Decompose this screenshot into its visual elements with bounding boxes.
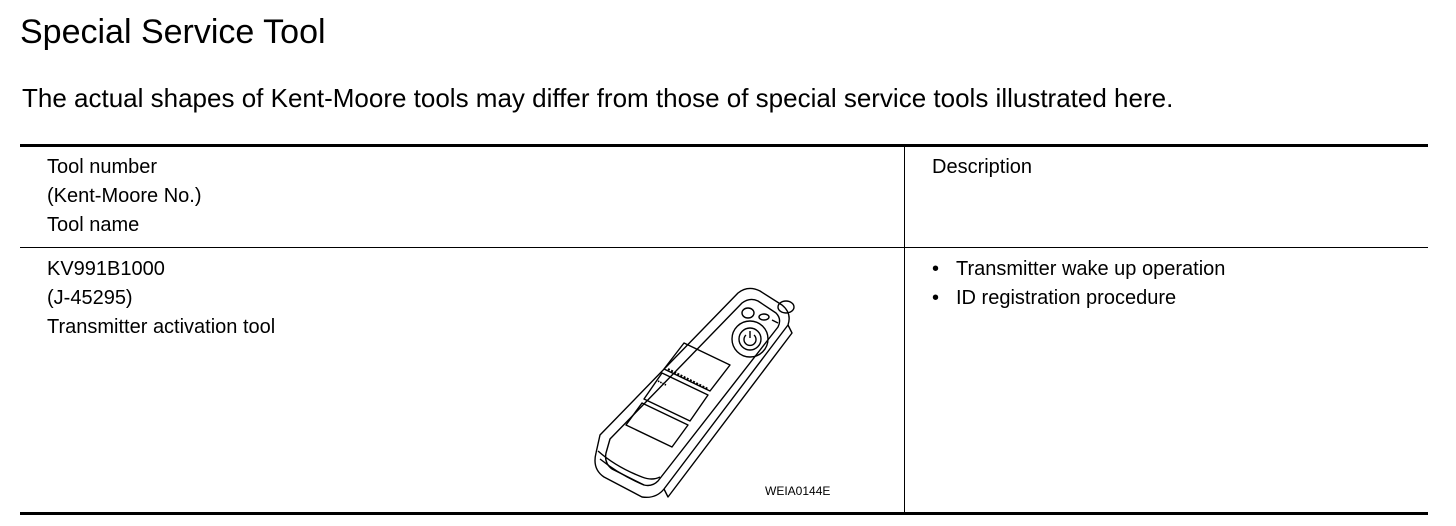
bullet-icon: • (932, 287, 940, 309)
tool-number: KV991B1000 (47, 258, 165, 280)
intro-text: The actual shapes of Kent-Moore tools ma… (22, 83, 1174, 113)
row-divider (20, 247, 1428, 248)
list-item: • ID registration procedure (932, 284, 1225, 313)
table-row-description: • Transmitter wake up operation • ID reg… (932, 255, 1225, 313)
header-tool-number: Tool number (47, 156, 158, 178)
description-item: Transmitter wake up operation (956, 258, 1226, 280)
list-item: • Transmitter wake up operation (932, 255, 1225, 284)
header-tool-name: Tool name (47, 214, 140, 236)
transmitter-activation-tool-illustration (594, 287, 795, 499)
header-kent-moore-no: (Kent-Moore No.) (47, 185, 202, 207)
figure-code: WEIA0144E (765, 484, 831, 498)
bullet-icon: • (932, 258, 940, 280)
column-divider (904, 147, 905, 512)
header-tool-column: Tool number (Kent-Moore No.) Tool name (47, 153, 202, 240)
page-title: Special Service Tool (20, 13, 326, 51)
special-service-tool-table: Tool number (Kent-Moore No.) Tool name D… (20, 144, 1428, 515)
tool-name: Transmitter activation tool (47, 316, 276, 338)
header-description: Description (932, 156, 1033, 178)
description-list: • Transmitter wake up operation • ID reg… (932, 255, 1225, 313)
table-row-tool-info: KV991B1000 (J-45295) Transmitter activat… (47, 255, 275, 342)
description-item: ID registration procedure (956, 287, 1177, 309)
kent-moore-number: (J-45295) (47, 287, 133, 309)
